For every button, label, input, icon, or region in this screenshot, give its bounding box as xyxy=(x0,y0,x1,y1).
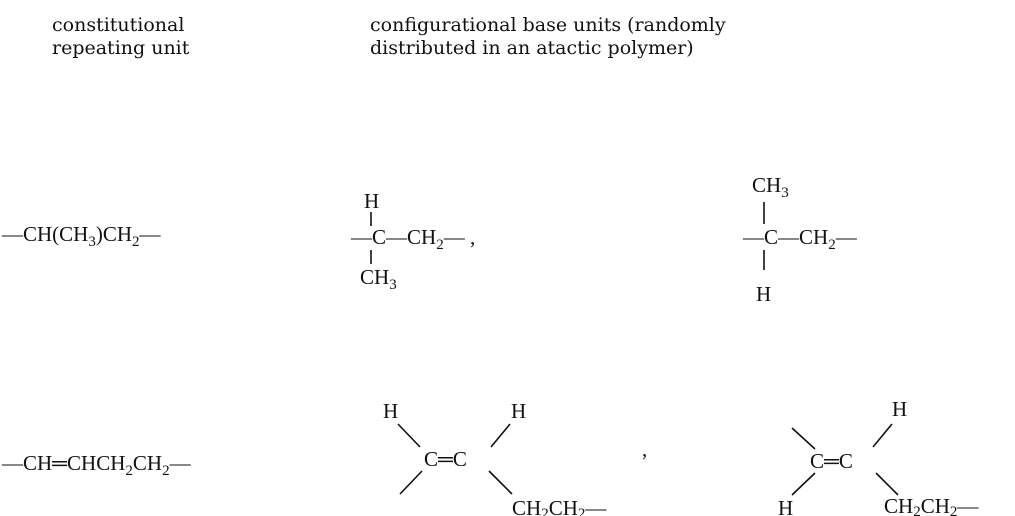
row1-unit-a: H —C—CH2— , CH3 xyxy=(350,189,475,293)
row1-unit-b: CH3 —C—CH2— H xyxy=(742,173,858,306)
row2-unit-a: H H C═C CH2CH2— , xyxy=(383,399,647,516)
row2-constitutional-formula: —CH═CHCH2CH2— xyxy=(1,451,192,479)
row2-unit-b-bond-right-down xyxy=(875,472,899,496)
row2-unit-b-h-right: H xyxy=(892,397,907,421)
row1-unit-b-top: CH3 xyxy=(752,173,789,201)
row1-unit-a-center: —C—CH2— , xyxy=(350,225,475,253)
row2-unit-b-bond-h-bottom xyxy=(791,472,816,496)
header-configurational: configurational base units (randomly dis… xyxy=(370,14,726,60)
row2-unit-a-bond-h-right xyxy=(490,423,511,448)
row2-unit-b-bond-left-up xyxy=(791,427,816,450)
row2-unit-a-bond-right-down xyxy=(488,470,513,495)
row2-unit-a-h-right: H xyxy=(511,399,526,423)
row1-unit-a-bottom: CH3 xyxy=(360,265,397,293)
header-configurational-line2: distributed in an atactic polymer) xyxy=(370,37,694,59)
header-constitutional-line1: constitutional xyxy=(52,14,185,36)
row2-unit-a-bond-h-left xyxy=(397,423,421,448)
header-constitutional-line2: repeating unit xyxy=(52,37,190,59)
row1-unit-a-top: H xyxy=(364,189,379,213)
row1-unit-b-bottom: H xyxy=(756,282,771,306)
row2-unit-a-chain: CH2CH2— xyxy=(512,496,607,516)
row2-unit-b: H C═C H CH2CH2— xyxy=(778,397,979,516)
row2-unit-b-chain: CH2CH2— xyxy=(884,494,979,516)
row1-unit-b-center: —C—CH2— xyxy=(742,225,858,253)
header-constitutional: constitutional repeating unit xyxy=(52,14,189,60)
row2-unit-a-h-left: H xyxy=(383,399,398,423)
header-configurational-line1: configurational base units (randomly xyxy=(370,14,726,36)
row2-comma: , xyxy=(642,437,647,461)
row2-unit-b-cc: C═C xyxy=(810,449,853,473)
row2-unit-b-bond-h-right xyxy=(872,423,893,448)
row2-unit-b-h-bottom: H xyxy=(778,496,793,516)
row1-constitutional-formula: —CH(CH3)CH2— xyxy=(1,222,162,250)
row2-unit-a-cc: C═C xyxy=(424,447,467,471)
row2-unit-a-bond-left-down xyxy=(399,470,423,495)
